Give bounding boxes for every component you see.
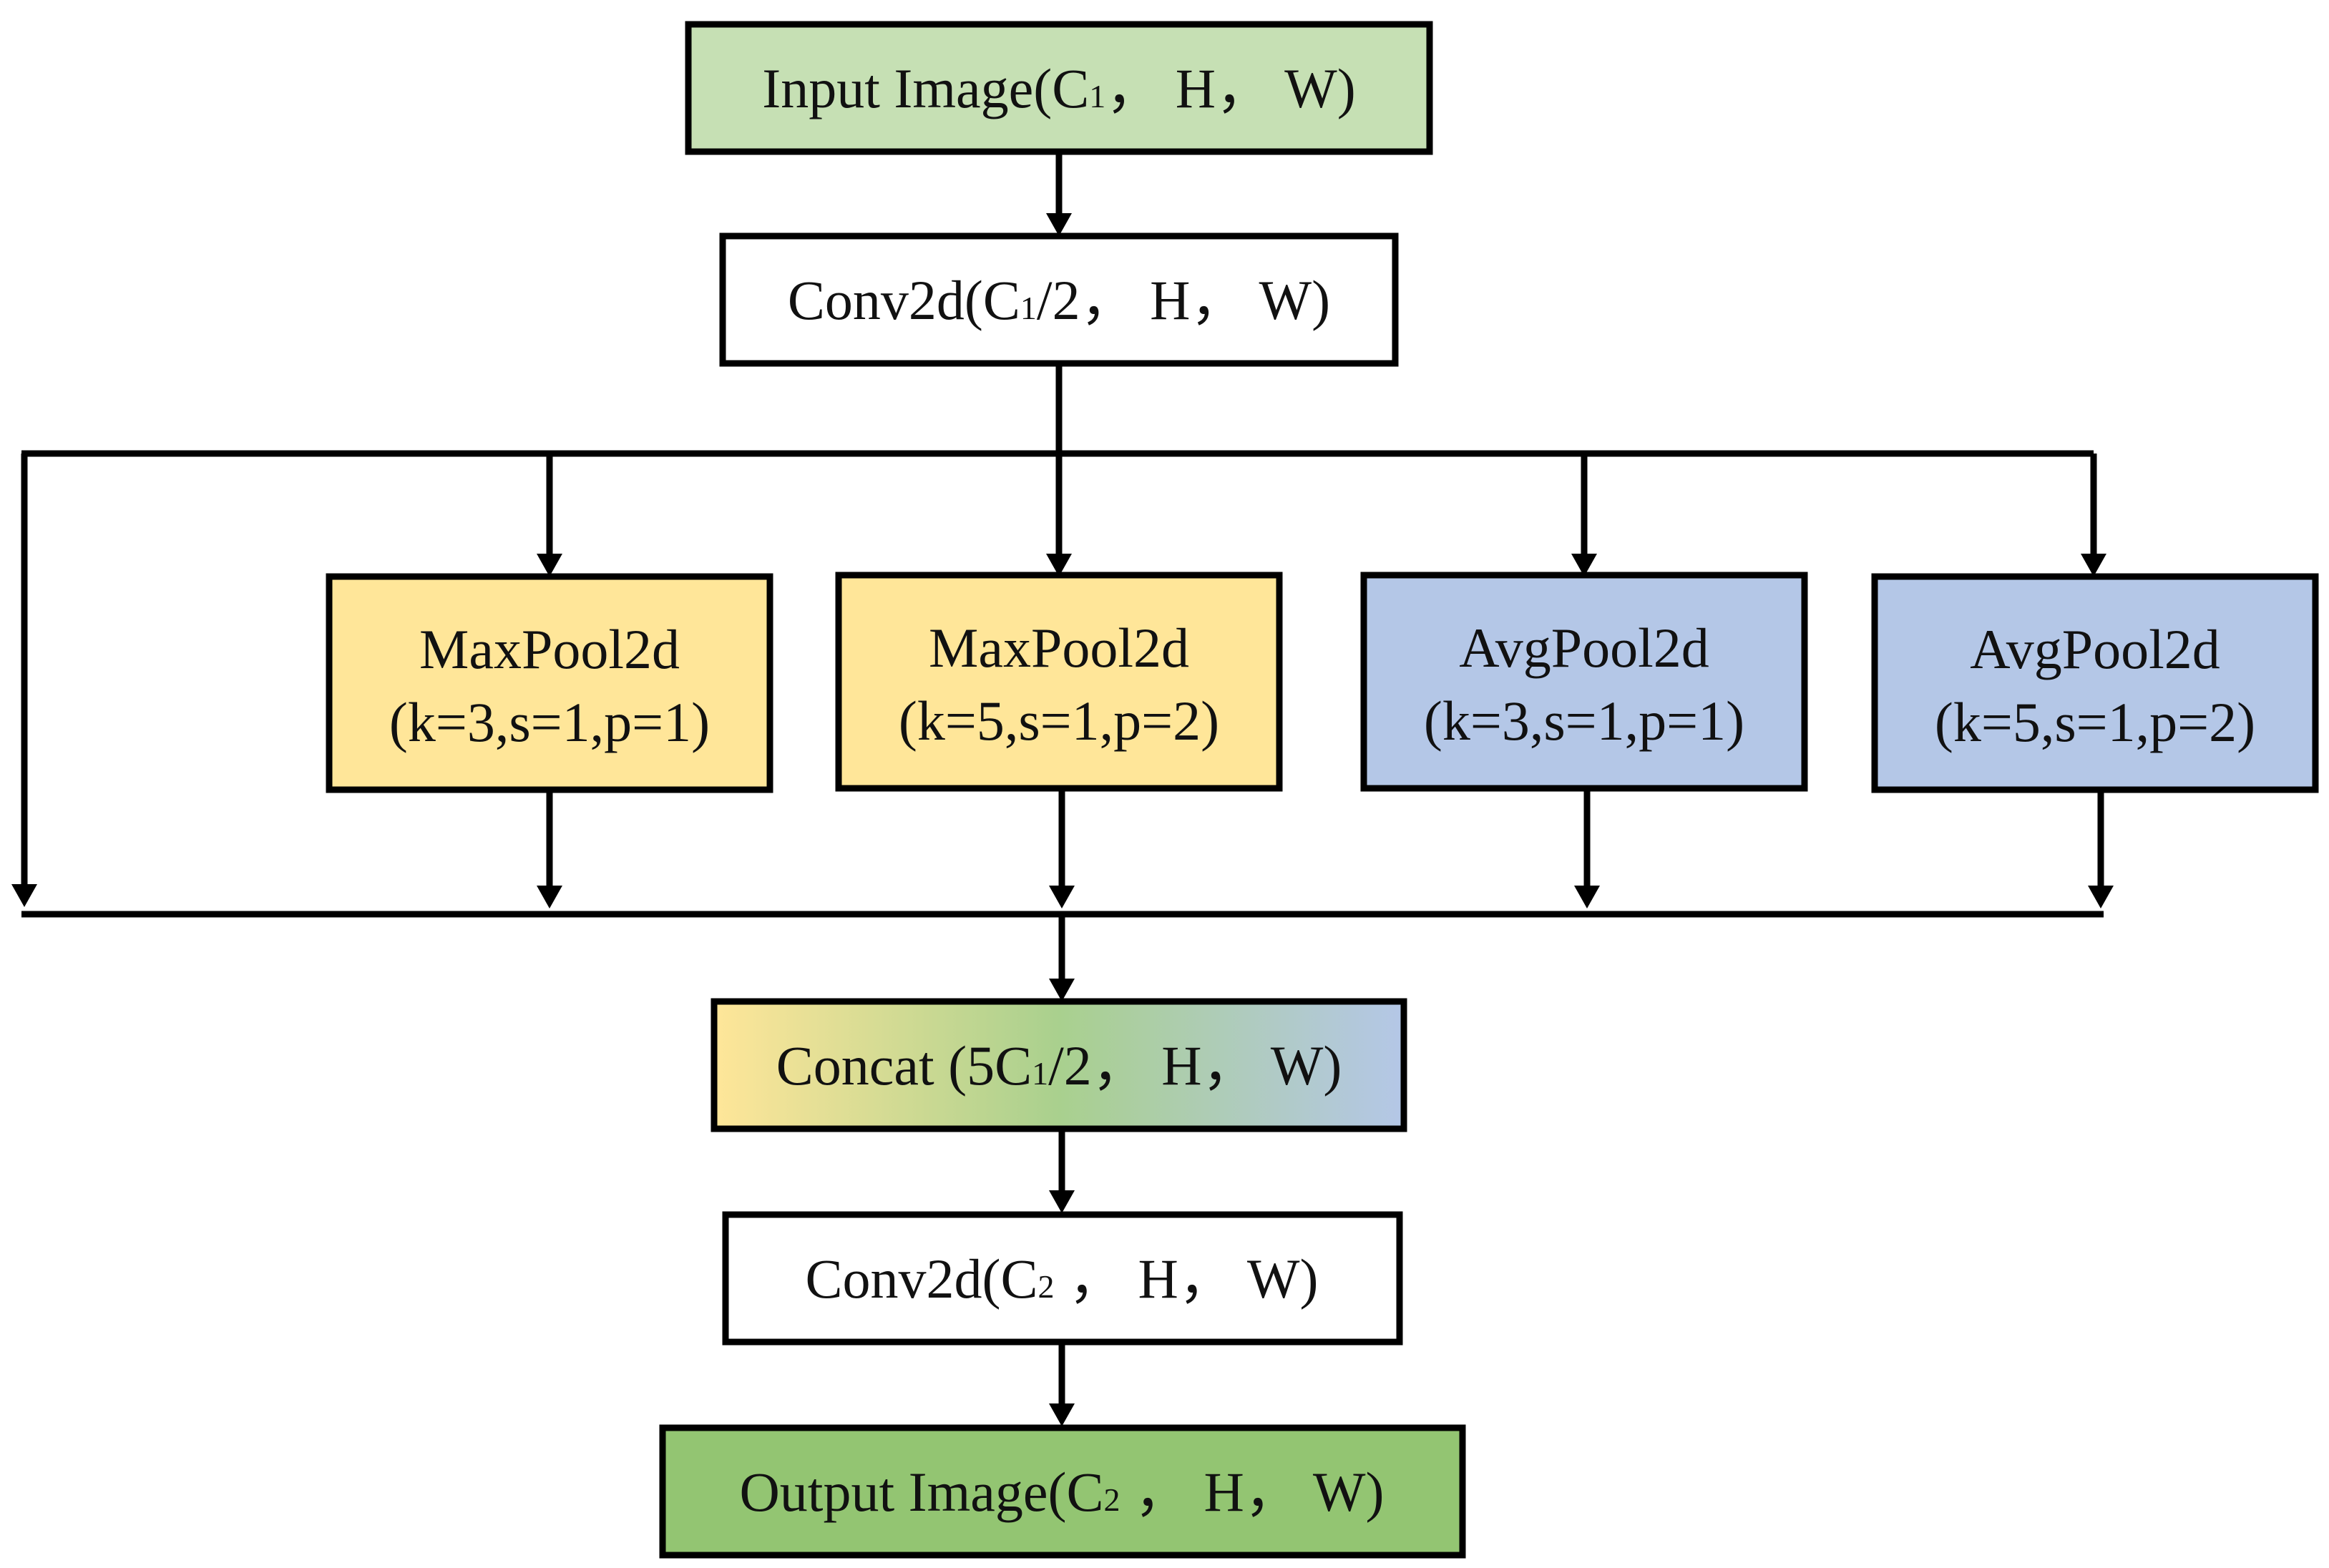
maxpool-k3-rect (326, 573, 773, 793)
avgpool-k5-rect (1871, 573, 2319, 793)
arrowhead-maxpool3-in (537, 554, 562, 577)
arrowhead-avgpool3-out (1574, 886, 1600, 908)
conv2d-output-label: Conv2d(C2 ， H， W) (805, 1248, 1318, 1310)
conv2d-reduce-box: Conv2d(C1/2， H， W) (719, 232, 1399, 367)
avgpool-k5-params: (k=5,s=1,p=2) (1935, 691, 2255, 753)
maxpool-k5-box: MaxPool2d (k=5,s=1,p=2) (835, 572, 1283, 792)
arrowhead-maxpool5-out (1049, 886, 1075, 908)
maxpool-k5-params: (k=5,s=1,p=2) (899, 690, 1219, 752)
avgpool-k3-rect (1360, 572, 1808, 792)
avgpool-k3-params: (k=3,s=1,p=1) (1424, 690, 1744, 752)
conv2d-output-box: Conv2d(C2 ， H， W) (722, 1211, 1403, 1346)
arrowhead-maxpool3-out (537, 886, 562, 908)
maxpool-k3-title: MaxPool2d (419, 618, 680, 680)
avgpool-k5-box: AvgPool2d (k=5,s=1,p=2) (1871, 573, 2319, 793)
avgpool-k3-box: AvgPool2d (k=3,s=1,p=1) (1360, 572, 1808, 792)
arrowhead-avgpool3-in (1571, 554, 1597, 577)
output-image-label: Output Image(C2 ， H， W) (739, 1461, 1384, 1523)
conv2d-reduce-label: Conv2d(C1/2， H， W) (788, 269, 1330, 331)
input-image-rect (685, 21, 1433, 155)
input-image-label: Input Image(C1， H， W) (762, 57, 1356, 119)
output-image-rect (659, 1424, 1466, 1559)
arrowhead-bypass (11, 884, 37, 907)
arrowhead-conv2-in (1049, 1190, 1075, 1213)
maxpool-k5-rect (835, 572, 1283, 792)
arrowhead-avgpool5-out (2088, 886, 2114, 908)
maxpool-k3-params: (k=3,s=1,p=1) (389, 691, 710, 753)
output-image-box: Output Image(C2 ， H， W) (659, 1424, 1466, 1559)
avgpool-k3-title: AvgPool2d (1459, 617, 1709, 679)
conv2d-output-rect (722, 1211, 1403, 1346)
arrowhead-maxpool5-in (1046, 554, 1072, 577)
concat-label: Concat (5C1/2， H， W) (776, 1034, 1342, 1097)
arrowhead-output-in (1049, 1403, 1075, 1426)
maxpool-k5-title: MaxPool2d (929, 617, 1189, 679)
arrowhead-concat-in (1049, 979, 1075, 1001)
arrowhead-avgpool5-in (2081, 554, 2106, 577)
conv2d-reduce-rect (719, 232, 1399, 367)
concat-box: Concat (5C1/2， H， W) (711, 998, 1407, 1132)
arrowhead-conv1 (1046, 213, 1072, 236)
input-image-box: Input Image(C1， H， W) (685, 21, 1433, 155)
connectors (11, 152, 2114, 1426)
concat-rect (711, 998, 1407, 1132)
avgpool-k5-title: AvgPool2d (1970, 618, 2220, 680)
maxpool-k3-box: MaxPool2d (k=3,s=1,p=1) (326, 573, 773, 793)
